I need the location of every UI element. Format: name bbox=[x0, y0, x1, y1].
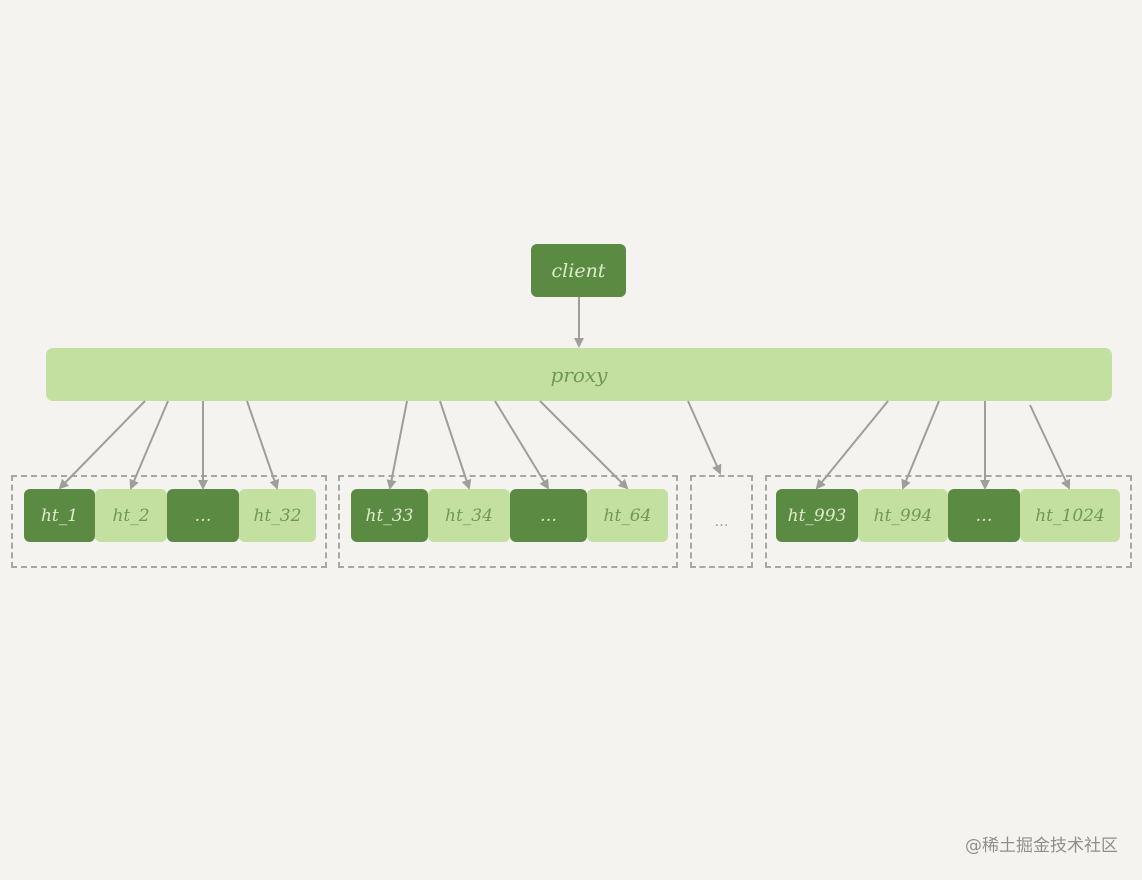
table-node: ht_33 bbox=[351, 489, 428, 542]
proxy-node: proxy bbox=[46, 348, 1112, 401]
table-node: ht_34 bbox=[428, 489, 510, 542]
group-frame-1 bbox=[11, 475, 327, 568]
table-node: ht_2 bbox=[95, 489, 167, 542]
arrow-proxy-middle bbox=[687, 400, 722, 475]
omitted-groups-ellipsis: … bbox=[714, 513, 729, 530]
table-node: ht_1024 bbox=[1020, 489, 1120, 542]
table-node: ht_64 bbox=[587, 489, 668, 542]
group-frame-3 bbox=[690, 475, 753, 568]
client-node: client bbox=[531, 244, 626, 297]
table-node: … bbox=[948, 489, 1020, 542]
table-node: ht_32 bbox=[239, 489, 316, 542]
group-frame-4 bbox=[765, 475, 1132, 568]
table-node: … bbox=[167, 489, 239, 542]
table-node: ht_993 bbox=[776, 489, 858, 542]
watermark: @稀土掘金技术社区 bbox=[965, 836, 1118, 856]
table-node: ht_1 bbox=[24, 489, 95, 542]
table-node: ht_994 bbox=[858, 489, 948, 542]
table-node: … bbox=[510, 489, 587, 542]
